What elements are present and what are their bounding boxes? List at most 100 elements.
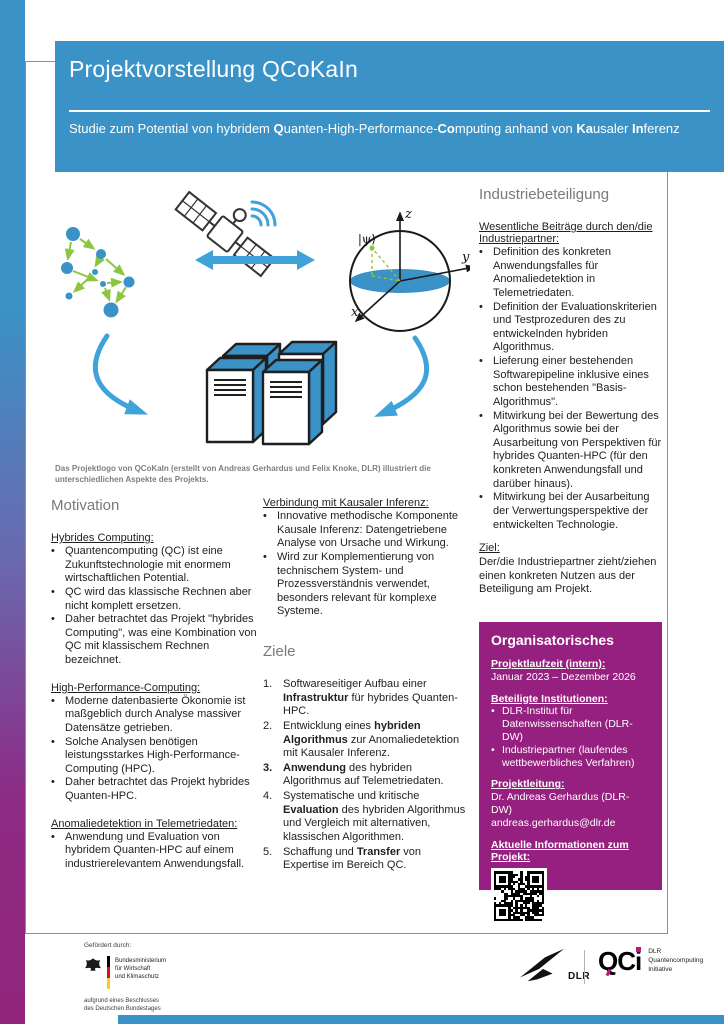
ziele-item: 1. Softwareseitiger Aufbau einer Infrast… xyxy=(263,678,468,719)
ziele-text-part: Evaluation xyxy=(283,803,339,816)
bullet-text: Innovative methodische Komponente Kausal… xyxy=(277,510,459,550)
wifi-arcs-icon xyxy=(250,200,277,227)
subtitle-part: ferenz xyxy=(643,121,680,136)
ziele-item-text: Systematische und kritische Evaluation d… xyxy=(283,790,468,845)
exchange-arrow-icon xyxy=(195,250,315,270)
ziele-list: 1. Softwareseitiger Aufbau einer Infrast… xyxy=(263,678,468,873)
organisatorisches-box: Organisatorisches Projektlaufzeit (inter… xyxy=(479,622,662,925)
bullet-item: • Wird zur Komplementierung von technisc… xyxy=(263,551,468,619)
ziele-text-part: Transfer xyxy=(356,845,401,858)
logo-divider xyxy=(584,950,585,984)
bullet-item: • Anwendung und Evaluation von hybridem … xyxy=(51,831,258,872)
ministry-line: Bundesministerium xyxy=(115,958,167,964)
header-divider xyxy=(69,110,710,112)
subtitle-part: uanten-High-Performance- xyxy=(283,121,438,136)
dlr-mark-icon xyxy=(520,948,565,982)
ziele-item-number: 5. xyxy=(263,845,273,858)
bullet-item: • Quantencomputing (QC) ist eine Zukunft… xyxy=(51,545,258,586)
ministry-text: Bundesministerium für Wirtschaft und Kli… xyxy=(115,956,166,981)
ziele-text-part: Schaffung und xyxy=(283,845,357,858)
bundestag-note-line: des Deutschen Bundestages xyxy=(84,1005,161,1012)
industrie-subheading: Wesentliche Beiträge durch den/die Indus… xyxy=(479,221,653,245)
bullet-item: • Daher betrachtet das Projekt "hybrides… xyxy=(51,613,258,668)
motivation-section: Hybrides Computing: • Quantencomputing (… xyxy=(51,532,258,668)
ziele-text-part: des hybriden Algorithmus auf Telemetried… xyxy=(283,761,444,788)
ziele-text-part: Entwicklung eines xyxy=(283,719,375,732)
bloch-z-label: z xyxy=(404,207,412,222)
bullet-marker: • xyxy=(491,705,495,718)
bullet-marker: • xyxy=(479,300,483,313)
orga-leitung-name: Dr. Andreas Gerhardus (DLR-DW) xyxy=(491,791,630,816)
bullet-marker: • xyxy=(51,545,55,557)
ziele-item-text: Softwareseitiger Aufbau einer Infrastruk… xyxy=(283,678,468,719)
bullet-marker: • xyxy=(51,830,55,843)
industrie-column: Industriebeteiligung Wesentliche Beiträg… xyxy=(479,186,662,597)
subtitle-part: Co xyxy=(437,121,455,136)
qci-wordmark: QCi xyxy=(598,946,642,977)
subtitle-part: In xyxy=(631,121,644,136)
ziele-item: 4. Systematische und kritische Evaluatio… xyxy=(263,790,468,845)
ziele-text-part: Softwareseitiger Aufbau einer xyxy=(283,678,427,690)
bullet-marker: • xyxy=(479,355,483,367)
dlr-label: DLR xyxy=(568,971,591,982)
bullet-marker: • xyxy=(479,246,483,258)
kausal-title: Verbindung mit Kausaler Inferenz: xyxy=(263,497,429,509)
diagram-caption: Das Projektlogo von QCoKaIn (erstellt vo… xyxy=(55,464,431,484)
motivation-section: High-Performance-Computing: • Moderne da… xyxy=(51,682,258,804)
bullet-marker: • xyxy=(51,735,55,748)
ministry-line: für Wirtschaft xyxy=(115,965,151,972)
bullet-text: Definition des konkreten Anwendungsfalle… xyxy=(493,246,612,299)
orga-leitung-email: andreas.gerhardus@dlr.de xyxy=(491,816,616,829)
bullet-text: Mitwirkung bei der Bewertung des Algorit… xyxy=(493,409,662,490)
orga-info: Aktuelle Informationen zum Projekt: xyxy=(491,839,650,925)
ziele-item-text: Anwendung des hybriden Algorithmus auf T… xyxy=(283,762,468,789)
orga-laufzeit: Projektlaufzeit (intern): Januar 2023 – … xyxy=(491,658,650,684)
industrie-ziel-text: Der/die Industriepartner zieht/ziehen ei… xyxy=(479,556,657,596)
ziele-text-part: Systematische und kritische xyxy=(283,790,420,802)
bullet-item: • Innovative methodische Komponente Kaus… xyxy=(263,510,468,551)
ziele-text-part: des hybriden Algorithmus und Vergleich m… xyxy=(283,803,466,843)
orga-heading: Organisatorisches xyxy=(491,632,614,648)
bloch-sphere-icon: z y x |ψ⟩ xyxy=(349,207,470,332)
ziele-item: 3. Anwendung des hybriden Algorithmus au… xyxy=(263,762,468,789)
motivation-column: Motivation Hybrides Computing: • Quanten… xyxy=(51,497,258,886)
qci-i-letter: i xyxy=(635,946,642,977)
server-rack-icon xyxy=(205,340,338,446)
institution-item: • DLR-Institut für Datenwissenschaften (… xyxy=(491,705,650,743)
bullet-text: Mitwirkung bei der Ausarbeitung der Verw… xyxy=(493,491,650,531)
bullet-item: • Definition des konkreten Anwendungsfal… xyxy=(479,246,662,301)
subtitle-part: Ka xyxy=(576,121,593,136)
ziele-item-number: 4. xyxy=(263,790,273,802)
qci-caption-line: Initiative xyxy=(648,965,673,973)
bullet-item: • Daher betrachtet das Projekt hybrides … xyxy=(51,776,258,803)
german-flag-stripe xyxy=(107,956,110,989)
ziele-text-part: Anwendung xyxy=(283,761,346,774)
kausal-section: Verbindung mit Kausaler Inferenz: • Inno… xyxy=(263,497,468,619)
bullet-item: • Lieferung einer bestehenden Softwarepi… xyxy=(479,355,662,410)
industrie-ziel-title: Ziel: xyxy=(479,542,500,555)
bullet-item: • Moderne datenbasierte Ökonomie ist maß… xyxy=(51,695,258,736)
orga-institutionen-title: Beteiligte Institutionen: xyxy=(491,692,608,705)
ziele-text-part: hybriden Algorithmus xyxy=(283,719,421,746)
federal-eagle-icon xyxy=(84,958,102,971)
subtitle-part: Studie zum Potential von hybridem xyxy=(69,121,274,136)
qci-caption-line: Quantencomputing xyxy=(648,956,704,964)
ministry-line: und Klimaschutz xyxy=(115,973,160,980)
institution-text: DLR-Institut für Datenwissenschaften (DL… xyxy=(502,705,633,743)
institution-item: • Industriepartner (laufendes wettbewerb… xyxy=(491,744,650,770)
bundestag-note: aufgrund eines Beschlusses des Deutschen… xyxy=(84,998,161,1014)
bullet-text: Solche Analysen benötigen leistungsstark… xyxy=(65,735,240,775)
ziele-item-number: 2. xyxy=(263,719,273,732)
header-banner: Projektvorstellung QCoKaIn Studie zum Po… xyxy=(55,41,724,172)
bmwk-logo: Bundesministerium für Wirtschaft und Kli… xyxy=(84,956,166,989)
bullet-item: • QC wird das klassische Rechnen aber ni… xyxy=(51,586,258,613)
bullet-text: QC wird das klassische Rechnen aber nich… xyxy=(65,585,252,612)
ziele-item-text: Schaffung und Transfer von Expertise im … xyxy=(283,846,468,873)
bloch-y-label: y xyxy=(461,250,470,265)
ziele-item-number: 1. xyxy=(263,678,273,690)
dlr-logo: DLR xyxy=(520,948,590,982)
ziele-item: 5. Schaffung und Transfer von Expertise … xyxy=(263,846,468,873)
subtitle-part: usaler xyxy=(592,121,632,136)
bullet-marker: • xyxy=(51,585,55,598)
